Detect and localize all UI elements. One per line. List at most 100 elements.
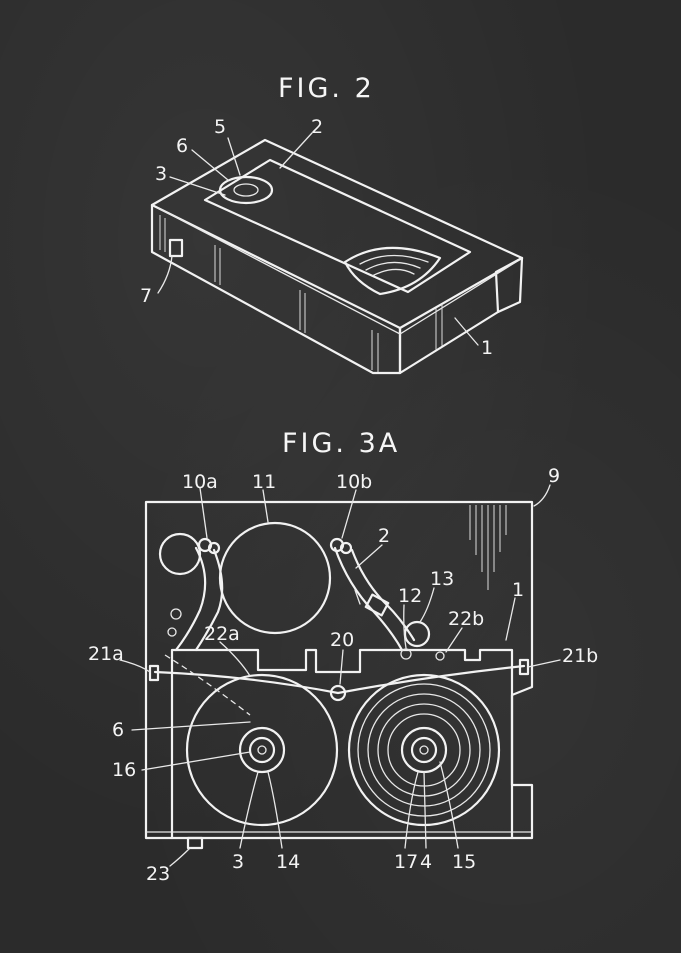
label-20: 20	[330, 629, 354, 651]
label-7: 7	[140, 285, 152, 307]
leader-2b	[355, 544, 383, 569]
left-reel-window	[218, 175, 274, 205]
label-22a: 22a	[204, 623, 240, 645]
label-15: 15	[452, 851, 476, 873]
tape-direction-arrow	[354, 589, 361, 605]
right-reel-arc-2	[365, 261, 421, 271]
label-16: 16	[112, 759, 136, 781]
tape-leader-6	[164, 654, 251, 716]
leader-6	[191, 149, 229, 181]
label-2: 2	[311, 116, 323, 138]
leader-3	[169, 176, 226, 196]
leader-21a	[119, 659, 151, 673]
supply-reel-3	[185, 673, 339, 827]
leader-14	[267, 771, 283, 849]
part-23	[186, 836, 204, 850]
tape-path	[153, 664, 526, 695]
label-6b: 6	[112, 719, 124, 741]
cassette-label-area	[203, 158, 472, 294]
leader-16	[141, 751, 251, 771]
cassette-body-outline	[144, 500, 534, 840]
label-9: 9	[548, 465, 560, 487]
sensor-21a	[148, 664, 160, 682]
takeup-hub-15	[400, 726, 448, 774]
right-reel-arc-1	[359, 254, 429, 265]
leader-4	[423, 771, 427, 849]
leader-21b	[527, 659, 561, 668]
front-face-hatching	[159, 215, 443, 372]
takeup-reel-4	[347, 673, 501, 827]
pin-22b	[435, 651, 445, 661]
label-2b: 2	[378, 525, 390, 547]
label-1: 1	[481, 337, 493, 359]
leader-9	[533, 484, 551, 507]
tape-pack-ring-2	[367, 693, 481, 807]
takeup-hub-inner	[410, 736, 438, 764]
corner-hatching	[469, 505, 507, 590]
leader-20	[339, 649, 344, 685]
fig2-cassette: FIG. 2	[140, 73, 524, 375]
right-reel-arc-3	[371, 268, 415, 277]
left-guide-arm	[174, 546, 207, 652]
leader-1	[454, 317, 479, 346]
cassette-bevel	[157, 207, 517, 335]
leader-10b	[341, 489, 357, 539]
right-reel-window	[343, 246, 442, 296]
label-12: 12	[398, 585, 422, 607]
leader-3b	[239, 771, 259, 849]
label-22b: 22b	[448, 608, 484, 630]
left-pin-a	[170, 608, 182, 620]
left-top-roller	[158, 532, 202, 576]
label-4: 4	[420, 851, 432, 873]
leader-23	[169, 847, 191, 867]
tape-pack-ring-1	[357, 683, 491, 817]
label-14: 14	[276, 851, 300, 873]
erase-tab	[168, 238, 184, 258]
guide-20	[329, 684, 347, 702]
leader-17	[404, 771, 419, 849]
leader-22b	[445, 627, 463, 653]
leader-11	[262, 489, 269, 523]
roller-13	[403, 620, 431, 648]
label-11: 11	[252, 471, 276, 493]
cassette-side-face	[398, 256, 524, 375]
pin-12	[400, 648, 412, 660]
left-reel-hub	[233, 183, 259, 197]
leader-10a	[199, 487, 208, 539]
leader-5	[227, 137, 241, 176]
label-23: 23	[146, 863, 170, 885]
supply-hub-14	[238, 726, 286, 774]
takeup-hub-center	[419, 745, 429, 755]
leader-1b	[505, 597, 516, 641]
label-3b: 3	[232, 851, 244, 873]
fig3a-cassette-plan: FIG. 3A	[88, 428, 598, 885]
label-21a: 21a	[88, 643, 124, 665]
cassette-notch	[494, 256, 524, 314]
guide-pin-10a-2	[207, 541, 221, 555]
label-3: 3	[155, 163, 167, 185]
leader-2	[279, 132, 313, 169]
supply-hub-center	[257, 745, 267, 755]
left-pin-b	[167, 627, 177, 637]
label-10a: 10a	[182, 471, 218, 493]
cassette-front-face	[150, 203, 402, 375]
fig2-title: FIG. 2	[278, 73, 375, 104]
supply-hub-inner	[248, 736, 276, 764]
label-10b: 10b	[336, 471, 372, 493]
label-6: 6	[176, 135, 188, 157]
leader-6b	[131, 721, 251, 731]
label-1b: 1	[512, 579, 524, 601]
label-5: 5	[214, 116, 226, 138]
leader-7	[157, 255, 173, 294]
label-17: 17	[394, 851, 418, 873]
leader-22a	[219, 641, 251, 677]
label-21b: 21b	[562, 645, 598, 667]
leader-12	[403, 604, 407, 649]
drum-11	[218, 521, 332, 635]
guide-pin-10b-2	[339, 541, 353, 555]
fig3a-title: FIG. 3A	[282, 428, 400, 459]
label-13: 13	[430, 568, 454, 590]
leader-15	[439, 761, 459, 849]
